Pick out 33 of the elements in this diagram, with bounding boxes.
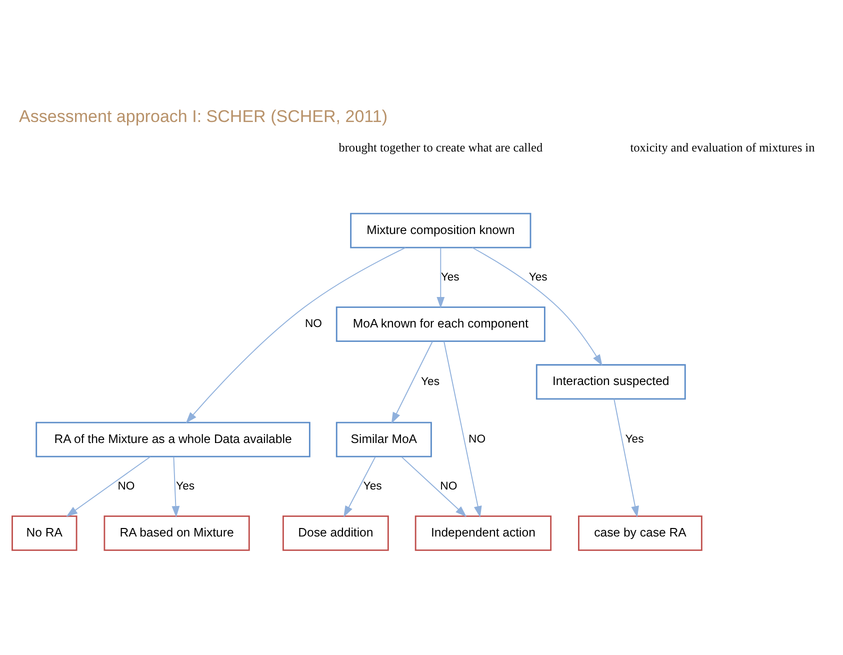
edge-label: Yes xyxy=(421,376,440,388)
node-box: RA based on Mixture xyxy=(104,515,250,551)
node-box: Independent action xyxy=(414,515,552,551)
node-box: case by case RA xyxy=(578,515,702,551)
node-box: No RA xyxy=(12,515,78,551)
edge-label: NO xyxy=(440,480,458,492)
arrow xyxy=(344,456,376,518)
node-box: Interaction suspected xyxy=(536,364,686,400)
diagram-title: Assessment approach I: SCHER (SCHER, 2011) xyxy=(19,107,388,126)
edge-label: Yes xyxy=(625,434,644,446)
edge-label: Yes xyxy=(363,480,382,492)
edge-label: Yes xyxy=(176,480,195,492)
node-box: Similar MoA xyxy=(336,422,432,458)
label: brought together to create what are called xyxy=(338,140,543,154)
arrow xyxy=(172,456,180,518)
node-box: MoA known for each component xyxy=(336,306,546,342)
edge-label: NO xyxy=(118,480,135,492)
node-box: RA of the Mixture as a whole Data available xyxy=(36,422,310,458)
node-box: Dose addition xyxy=(282,515,389,551)
arrow xyxy=(66,456,151,517)
edge-label: NO xyxy=(304,318,322,330)
edge-label: Yes xyxy=(528,271,548,284)
arrow xyxy=(186,247,406,424)
edge-label: Yes xyxy=(440,271,460,284)
arrow xyxy=(444,340,482,518)
arrow xyxy=(614,398,639,518)
label: toxicity and evaluation of mixtures in xyxy=(630,140,815,154)
arrow xyxy=(436,247,445,308)
arrow xyxy=(472,247,602,366)
arrow xyxy=(401,456,467,517)
edge-label: NO xyxy=(468,434,486,446)
arrow xyxy=(391,340,433,424)
node-box: Mixture composition known xyxy=(350,212,532,248)
